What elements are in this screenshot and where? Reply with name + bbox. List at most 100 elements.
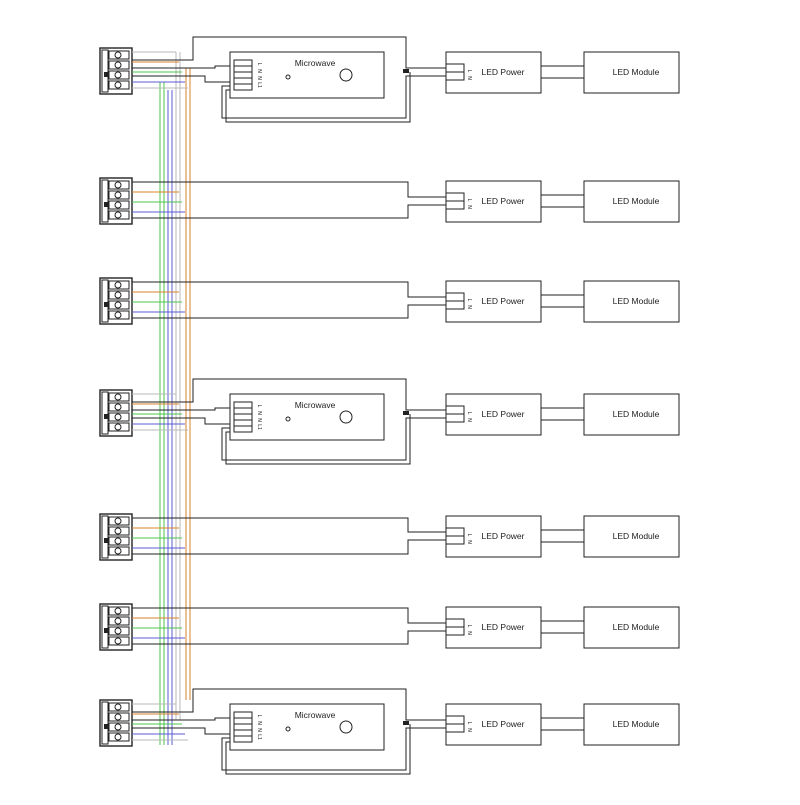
led-module: LED Module — [583, 180, 680, 223]
led-module-box — [583, 703, 680, 746]
led-module-box — [583, 606, 680, 649]
terminal-slot — [108, 392, 130, 402]
terminal-screw-icon — [114, 71, 122, 79]
terminal-screw-icon — [114, 627, 122, 635]
terminal-screw-icon — [114, 637, 122, 645]
microwave-return-wire — [225, 72, 411, 123]
terminal-screw-icon — [114, 51, 122, 59]
microwave-input-wire — [132, 75, 236, 83]
terminal-screw-icon — [114, 393, 122, 401]
led-module: LED Module — [583, 606, 680, 649]
terminal-slot — [108, 310, 130, 320]
led-power-label: LED Power — [482, 296, 525, 306]
terminal-block — [99, 177, 133, 225]
terminal-block-rail — [101, 179, 109, 223]
microwave-pin-label: L — [256, 405, 262, 408]
load-line-wire — [132, 607, 446, 624]
microwave-label: Microwave — [295, 400, 336, 410]
terminal-screw-icon — [114, 617, 122, 625]
led-power-pin-label: N — [466, 540, 472, 544]
microwave-input-wire — [132, 727, 236, 735]
terminal-mark — [104, 302, 108, 307]
junction-marker — [403, 69, 409, 73]
led-module-box — [583, 393, 680, 436]
led-power-pin-label: L — [466, 534, 472, 537]
terminal-slot — [108, 80, 130, 90]
led-power-label: LED Power — [482, 531, 525, 541]
terminal-screw-icon — [114, 211, 122, 219]
microwave-terminal — [233, 401, 253, 433]
load-line-wire — [132, 181, 446, 198]
terminal-slot — [108, 526, 130, 536]
terminal-block-rail — [101, 515, 109, 559]
led-module: LED Module — [583, 515, 680, 558]
terminal-block — [99, 513, 133, 561]
load-line-wire — [132, 36, 446, 69]
terminal-screw-icon — [114, 547, 122, 555]
led-power: LN LED Power — [445, 515, 542, 558]
microwave-indicator-icon — [285, 726, 291, 732]
terminal-mark — [104, 724, 108, 729]
microwave-pin-label: L1 — [256, 424, 262, 430]
terminal-screw-icon — [114, 527, 122, 535]
terminal-screw-icon — [114, 301, 122, 309]
terminal-screw-icon — [114, 281, 122, 289]
microwave-label: Microwave — [295, 710, 336, 720]
terminal-mark — [104, 72, 108, 77]
terminal-screw-icon — [114, 723, 122, 731]
led-power-pin-label: N — [466, 728, 472, 732]
terminal-slot — [108, 280, 130, 290]
terminal-slot — [108, 70, 130, 80]
bus-wires — [159, 52, 191, 745]
microwave-input-wire — [132, 717, 236, 721]
led-module: LED Module — [583, 393, 680, 436]
led-module: LED Module — [583, 280, 680, 323]
led-power-pin-label: N — [466, 418, 472, 422]
terminal-screw-icon — [114, 733, 122, 741]
led-module: LED Module — [583, 703, 680, 746]
microwave-pin-label: L1 — [256, 82, 262, 88]
terminal-slot — [108, 546, 130, 556]
microwave-input-wire — [132, 407, 236, 411]
terminal-screw-icon — [114, 403, 122, 411]
junction-marker — [403, 411, 409, 415]
terminal-block-rail — [101, 279, 109, 323]
terminal-screw-icon — [114, 607, 122, 615]
microwave-sensor-lens-icon — [339, 720, 353, 734]
load-neutral-wire — [132, 630, 446, 645]
microwave-indicator-icon — [285, 74, 291, 80]
load-neutral-wire — [132, 539, 446, 555]
microwave-return-wire — [221, 75, 446, 119]
led-power-pin-label: L — [466, 625, 472, 628]
terminal-screw-icon — [114, 81, 122, 89]
terminal-slot — [108, 636, 130, 646]
led-power-pin-label: L — [466, 199, 472, 202]
terminal-block-rail — [101, 605, 109, 649]
terminal-slot — [108, 180, 130, 190]
led-module-label: LED Module — [613, 296, 660, 306]
terminal-slot — [108, 722, 130, 732]
terminal-slot — [108, 290, 130, 300]
microwave-return-wire — [225, 414, 411, 465]
microwave-box — [229, 51, 385, 99]
terminal-slot — [108, 402, 130, 412]
led-module: LED Module — [583, 51, 680, 94]
led-power-pin-label: N — [466, 631, 472, 635]
load-line-wire — [132, 378, 446, 411]
microwave-box — [229, 703, 385, 751]
terminal-slot — [108, 536, 130, 546]
terminal-slot — [108, 300, 130, 310]
led-module-label: LED Module — [613, 719, 660, 729]
